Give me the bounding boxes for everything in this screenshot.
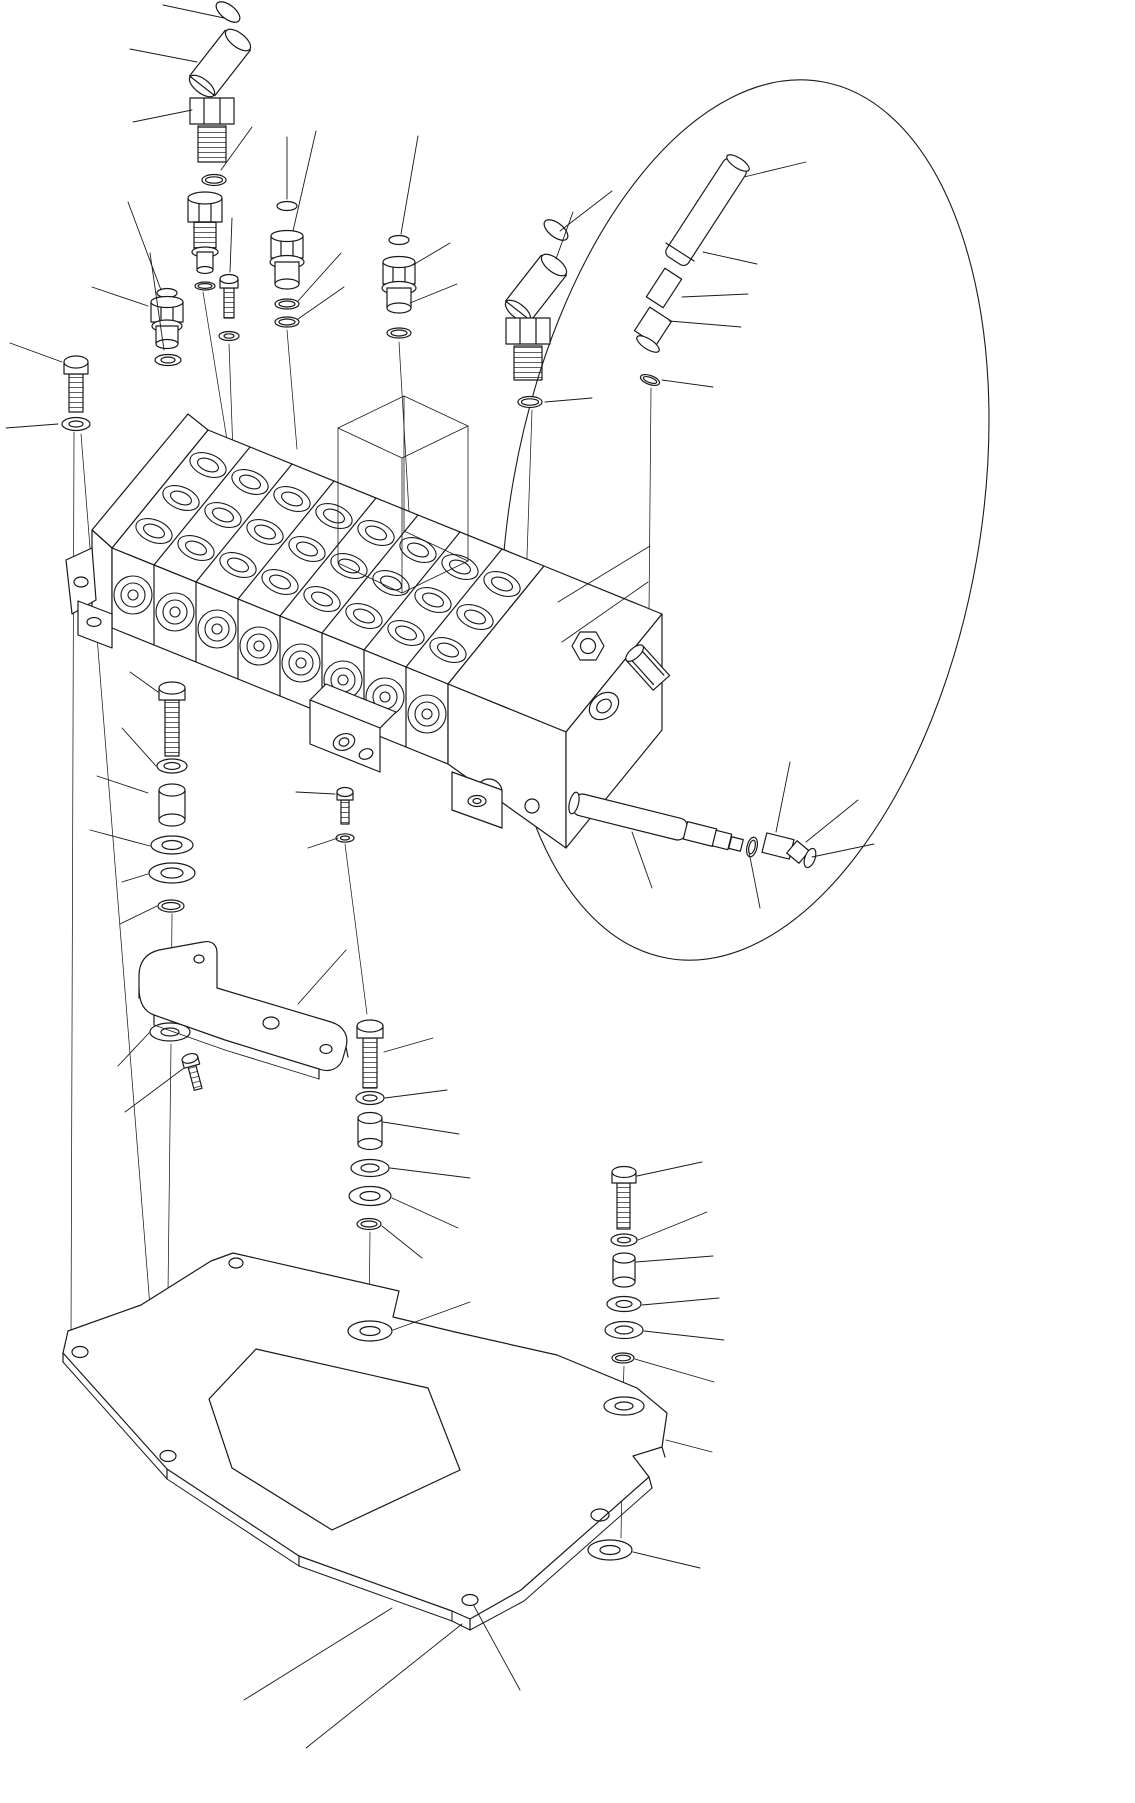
adapter-mid xyxy=(381,234,417,314)
o-ring-mid xyxy=(386,327,412,339)
control-valve-assembly xyxy=(65,413,671,849)
o-ring-center-2 xyxy=(274,316,300,328)
o-ring-center-1 xyxy=(274,298,300,310)
spacer-right xyxy=(612,1252,636,1288)
washer-center-large-1 xyxy=(350,1158,390,1178)
bolt-right-stack xyxy=(611,1165,637,1230)
washer-left-large-1 xyxy=(150,835,194,855)
plug-cap-right xyxy=(543,219,569,241)
washer-right-small xyxy=(610,1233,638,1247)
adapter-center xyxy=(269,229,305,290)
elbow-fitting-upper-left xyxy=(188,28,252,163)
o-ring-adapter-upper-left xyxy=(194,281,216,291)
elbow-fitting-right xyxy=(504,253,568,381)
washer-far-left xyxy=(61,416,91,432)
washer-right-large-2 xyxy=(604,1320,644,1340)
washer-left-small xyxy=(156,758,188,774)
o-ring-upper-right xyxy=(639,373,661,387)
o-ring-upper-left xyxy=(201,173,227,187)
adapter-upper-left xyxy=(187,191,223,275)
connector-upper-right xyxy=(633,267,683,353)
base-plate xyxy=(62,1252,668,1631)
washer-center-large-2 xyxy=(348,1185,392,1207)
washer-right-large-1 xyxy=(606,1295,642,1313)
o-ring-lower xyxy=(745,836,759,858)
plug-fitting-left xyxy=(150,287,184,350)
o-ring-left-stack xyxy=(157,899,185,913)
bolt-left-stack xyxy=(158,681,186,757)
o-ring-center-stack xyxy=(356,1217,382,1231)
screw-center xyxy=(219,273,239,319)
hose-upper-right xyxy=(665,154,750,267)
hose-lower xyxy=(568,791,744,852)
plug-center xyxy=(276,200,298,212)
o-ring-right-stack xyxy=(611,1352,635,1364)
bolt-center-stack xyxy=(356,1019,384,1089)
support-bracket xyxy=(138,940,349,1080)
spacer-left xyxy=(158,783,186,827)
washer-center-small xyxy=(355,1090,385,1106)
leader-lines xyxy=(5,4,875,1749)
connector-lower xyxy=(761,832,817,869)
washer-screw-center xyxy=(218,330,240,342)
plug-cap-upper-left xyxy=(215,1,241,23)
washer-valve xyxy=(335,833,355,843)
washer-plate-center xyxy=(347,1320,393,1342)
hose-loop xyxy=(500,79,990,961)
spacer-center xyxy=(357,1111,383,1151)
washer-left-large-2 xyxy=(148,862,196,884)
washer-plate-bottom xyxy=(587,1539,633,1561)
hex-bolt-far-left xyxy=(63,355,89,413)
screw-valve xyxy=(336,786,354,825)
screw-bracket xyxy=(181,1052,203,1091)
washer-fitting-left xyxy=(154,353,182,367)
washer-plate-right xyxy=(603,1396,645,1416)
mounting-box-outline xyxy=(337,395,469,594)
o-ring-elbow-right xyxy=(517,395,543,409)
